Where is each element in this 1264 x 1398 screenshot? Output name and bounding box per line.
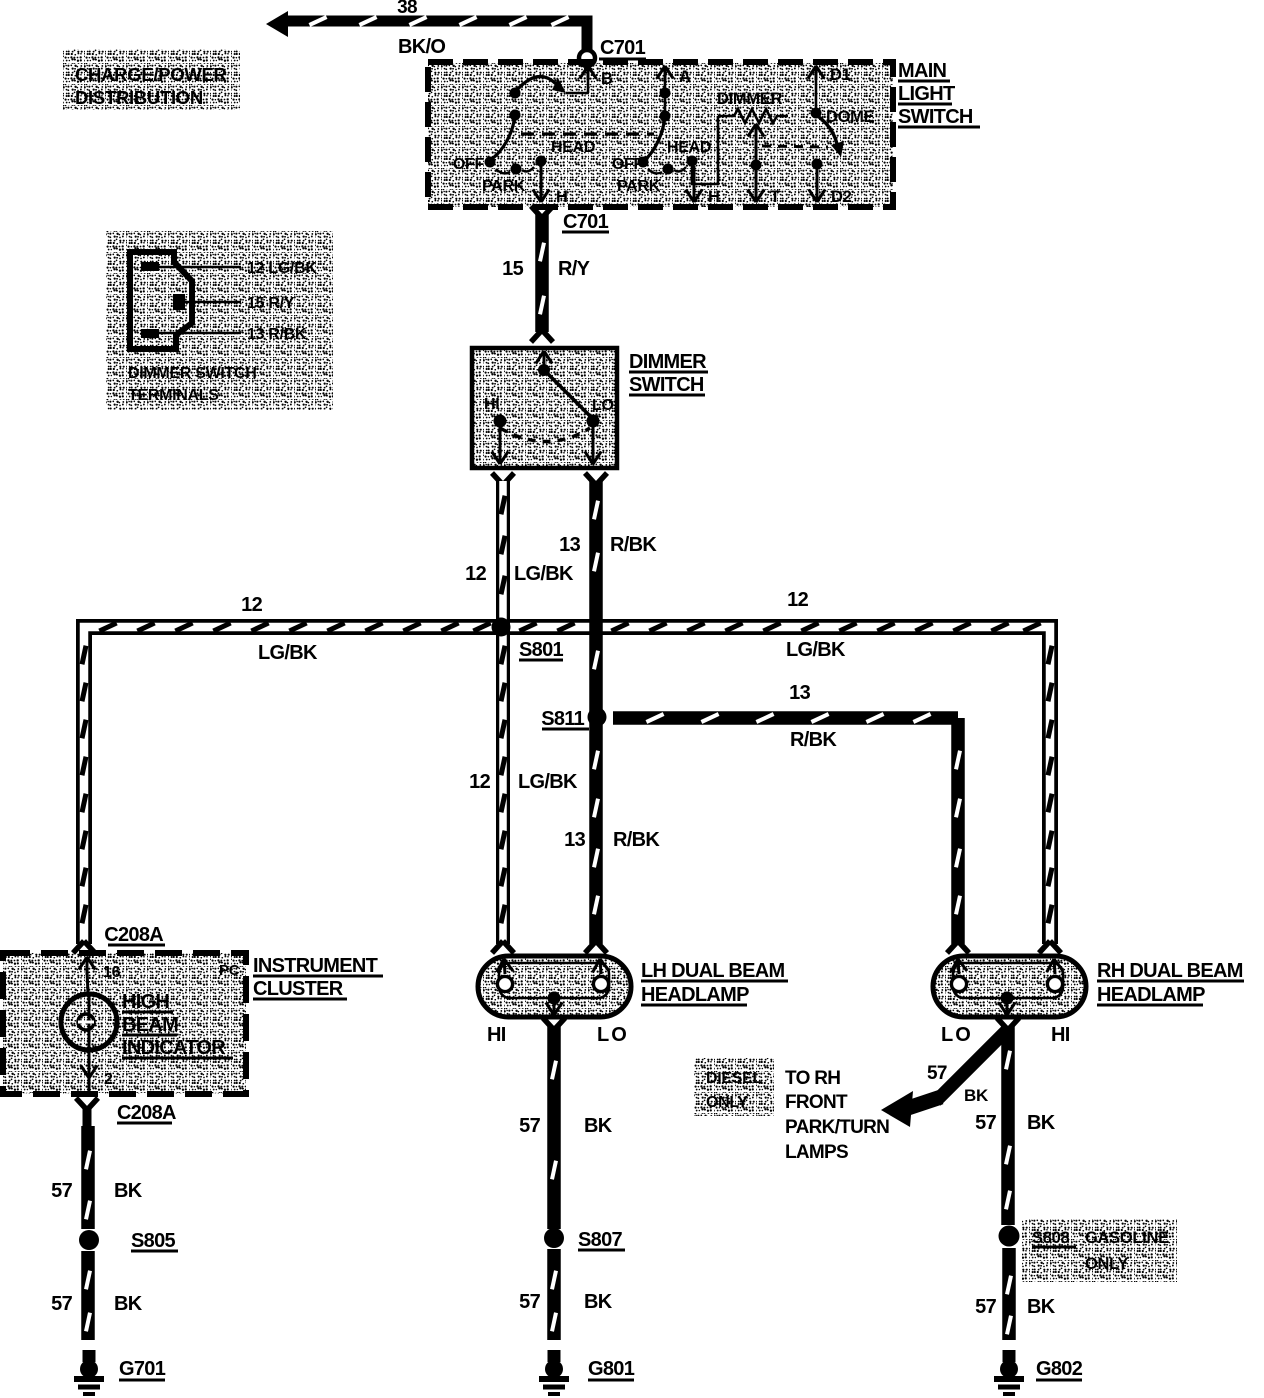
svg-text:DIMMER: DIMMER [629,351,707,373]
svg-text:HIGH: HIGH [122,991,169,1013]
svg-text:INDICATOR: INDICATOR [122,1037,226,1059]
svg-text:DIESEL: DIESEL [706,1070,763,1087]
svg-text:12: 12 [465,563,486,585]
svg-text:ONLY: ONLY [1085,1255,1128,1273]
svg-text:PARK: PARK [482,178,526,195]
svg-text:57: 57 [975,1112,996,1134]
svg-text:C208A: C208A [117,1102,176,1124]
svg-text:LO: LO [592,397,614,414]
svg-text:BK: BK [584,1115,613,1137]
svg-text:HEAD: HEAD [667,139,711,156]
svg-text:LO: LO [597,1024,629,1046]
svg-text:DISTRIBUTION: DISTRIBUTION [75,87,203,108]
svg-text:57: 57 [975,1296,996,1318]
svg-text:FRONT: FRONT [785,1092,848,1113]
svg-text:H: H [708,188,720,206]
svg-text:LG/BK: LG/BK [514,563,574,585]
svg-text:S808: S808 [1032,1229,1069,1247]
svg-text:15: 15 [502,258,523,280]
svg-text:INSTRUMENT: INSTRUMENT [253,955,378,977]
svg-text:LG/BK: LG/BK [786,639,846,661]
svg-text:TERMINALS: TERMINALS [128,387,219,404]
svg-text:ONLY: ONLY [706,1094,748,1111]
svg-text:HEADLAMP: HEADLAMP [1097,984,1205,1006]
svg-text:DOME: DOME [826,108,875,126]
svg-text:D2: D2 [831,188,852,206]
svg-text:S811: S811 [541,708,584,730]
svg-text:PC: PC [219,962,240,979]
svg-text:13: 13 [559,534,580,556]
svg-text:SWITCH: SWITCH [629,374,704,396]
svg-text:DIMMER: DIMMER [717,90,782,108]
svg-text:S807: S807 [578,1229,622,1251]
svg-text:T: T [770,188,780,206]
svg-text:G701: G701 [119,1358,166,1380]
svg-text:GASOLINE: GASOLINE [1085,1229,1169,1247]
svg-text:LG/BK: LG/BK [258,642,318,664]
svg-text:DIMMER SWITCH: DIMMER SWITCH [128,365,257,382]
svg-text:G801: G801 [588,1358,635,1380]
svg-text:57: 57 [519,1291,540,1313]
svg-text:12: 12 [787,589,808,611]
svg-text:SWITCH: SWITCH [898,106,973,128]
svg-text:CLUSTER: CLUSTER [253,978,344,1000]
svg-text:12: 12 [469,771,490,793]
svg-text:LG/BK: LG/BK [518,771,578,793]
svg-text:12: 12 [241,594,262,616]
svg-text:57: 57 [51,1293,72,1315]
svg-text:RH DUAL BEAM: RH DUAL BEAM [1097,960,1243,982]
svg-text:LIGHT: LIGHT [898,83,955,105]
svg-text:LH DUAL BEAM: LH DUAL BEAM [641,960,784,982]
svg-text:BK: BK [584,1291,613,1313]
svg-text:16: 16 [103,964,121,981]
svg-text:HI: HI [484,396,499,413]
svg-text:S805: S805 [131,1230,175,1252]
svg-text:BK: BK [114,1180,143,1202]
svg-text:13 R/BK: 13 R/BK [247,326,307,343]
svg-text:BEAM: BEAM [122,1014,178,1036]
svg-text:MAIN: MAIN [898,60,947,82]
svg-text:13: 13 [564,829,585,851]
svg-text:D1: D1 [830,66,851,84]
svg-text:CHARGE/POWER: CHARGE/POWER [75,64,227,85]
svg-text:BK: BK [1027,1296,1056,1318]
svg-text:PARK: PARK [617,178,661,195]
svg-text:OFF: OFF [612,156,644,173]
svg-text:12 LG/BK: 12 LG/BK [247,260,317,277]
svg-text:LO: LO [941,1024,973,1046]
svg-text:C701: C701 [600,37,646,59]
svg-text:A: A [679,68,691,86]
svg-text:13: 13 [789,682,810,704]
svg-text:57: 57 [51,1180,72,1202]
svg-text:B: B [601,70,613,88]
svg-text:38: 38 [397,0,417,18]
svg-text:H: H [556,188,568,206]
svg-text:R/BK: R/BK [613,829,660,851]
svg-text:LAMPS: LAMPS [785,1142,848,1163]
svg-text:BK/O: BK/O [398,36,445,58]
svg-text:HI: HI [1051,1024,1070,1046]
svg-text:2: 2 [104,1071,113,1088]
svg-text:BK: BK [1027,1112,1056,1134]
svg-text:HEAD: HEAD [551,139,595,156]
svg-text:C701: C701 [563,211,609,233]
svg-text:S801: S801 [519,639,563,661]
svg-text:R/BK: R/BK [610,534,657,556]
svg-text:TO RH: TO RH [785,1068,840,1089]
svg-text:R/Y: R/Y [558,258,591,280]
svg-text:R/BK: R/BK [790,729,837,751]
svg-text:15 R/Y: 15 R/Y [247,295,295,312]
svg-text:PARK/TURN: PARK/TURN [785,1117,889,1138]
svg-text:OFF: OFF [453,156,485,173]
svg-text:57: 57 [519,1115,540,1137]
svg-text:57: 57 [927,1063,947,1084]
svg-text:HI: HI [487,1024,506,1046]
svg-text:C208A: C208A [104,924,163,946]
svg-text:G802: G802 [1036,1358,1083,1380]
svg-text:BK: BK [114,1293,143,1315]
svg-text:BK: BK [964,1086,989,1105]
svg-text:HEADLAMP: HEADLAMP [641,984,749,1006]
